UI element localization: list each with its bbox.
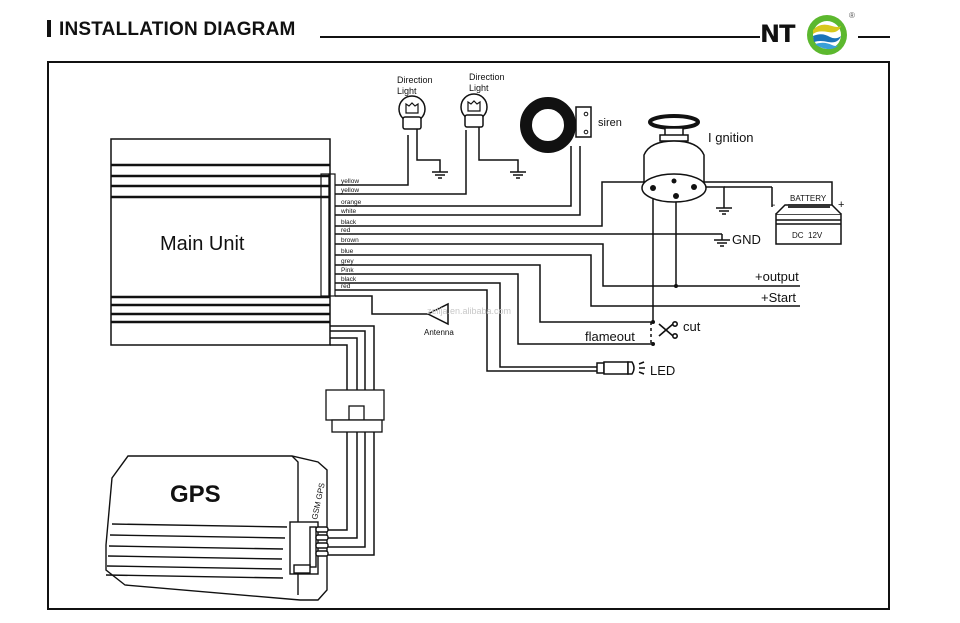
battery-negative-label: - (772, 200, 775, 211)
led-icon (596, 361, 645, 375)
nt-globe-logo-icon (807, 15, 847, 55)
ignition-switch-icon (641, 114, 707, 203)
wire-label-brown: brown (341, 237, 359, 244)
battery-voltage-label: DC 12V (792, 231, 823, 240)
siren-icon (520, 97, 592, 153)
wire-black-1 (335, 181, 833, 227)
gps-label: GPS (170, 481, 221, 508)
wire-harness (327, 130, 833, 556)
wire-antenna (335, 295, 420, 315)
title-text: INSTALLATION DIAGRAM (59, 19, 296, 40)
header-rule-right (858, 36, 890, 38)
direction-light-2-label-2: Light (469, 83, 489, 93)
siren-label: siren (598, 117, 622, 129)
gps-wire-3 (330, 337, 358, 390)
registered-mark: ® (849, 11, 855, 20)
battery-icon (775, 204, 842, 245)
direction-light-1-label-2: Light (397, 86, 417, 96)
start-label: +Start (761, 290, 796, 305)
gps-wire-4 (330, 344, 348, 390)
wire-yellow-1 (335, 135, 409, 186)
antenna-label: Antenna (424, 328, 454, 337)
wire-label-white: white (340, 208, 357, 215)
gps-wire-2 (330, 330, 366, 390)
output-label: +output (755, 269, 799, 284)
ignition-label: I gnition (708, 130, 754, 145)
wire-label-blue: blue (341, 248, 354, 255)
ground-icon (716, 207, 732, 215)
cut-label: cut (683, 319, 701, 334)
direction-light-2-icon (460, 93, 526, 179)
wire-white (335, 146, 581, 216)
wire-pink (335, 273, 651, 345)
wire-label-yellow: yellow (341, 187, 359, 194)
wire-label-yellow: yellow (341, 178, 359, 185)
wire-orange (335, 146, 572, 207)
direction-light-1-icon (398, 95, 448, 179)
brand-name: NT (760, 20, 795, 48)
gnd-ground-icon (714, 239, 730, 247)
wire-red-2 (335, 289, 597, 372)
main-unit-label: Main Unit (160, 233, 245, 255)
wire-label-pink: Pink (341, 267, 354, 274)
wire-label-black: black (341, 276, 357, 283)
battery-label: BATTERY (790, 194, 827, 203)
flameout-label: flameout (585, 329, 635, 344)
harness-connector (325, 389, 385, 433)
page-title: INSTALLATION DIAGRAM (47, 19, 296, 41)
diagram-frame (47, 61, 890, 610)
wire-label-black: black (341, 219, 357, 226)
watermark: zelija.en.alibaba.com (427, 306, 511, 316)
wire-label-red: red (341, 283, 351, 290)
gnd-label: GND (732, 232, 761, 247)
wire-grey (335, 264, 651, 323)
led-label: LED (650, 363, 675, 378)
wire-black-2 (335, 282, 597, 368)
main-unit (110, 138, 336, 346)
direction-light-1-label-1: Direction (397, 75, 433, 85)
wire-blue (335, 254, 800, 307)
scissors-cut-icon (658, 320, 678, 339)
battery-positive-label: + (838, 199, 844, 211)
title-bar-marker (47, 20, 51, 37)
gps-wire-1 (330, 325, 375, 390)
antenna-icon (420, 302, 449, 326)
direction-light-2-label-1: Direction (469, 72, 505, 82)
header-rule-left (320, 36, 760, 38)
gps-device (105, 455, 329, 601)
wire-label-red: red (341, 227, 351, 234)
wire-brown (335, 243, 800, 287)
wire-label-grey: grey (341, 258, 354, 265)
wire-label-orange: orange (341, 199, 362, 206)
wire-yellow-2 (335, 130, 467, 195)
